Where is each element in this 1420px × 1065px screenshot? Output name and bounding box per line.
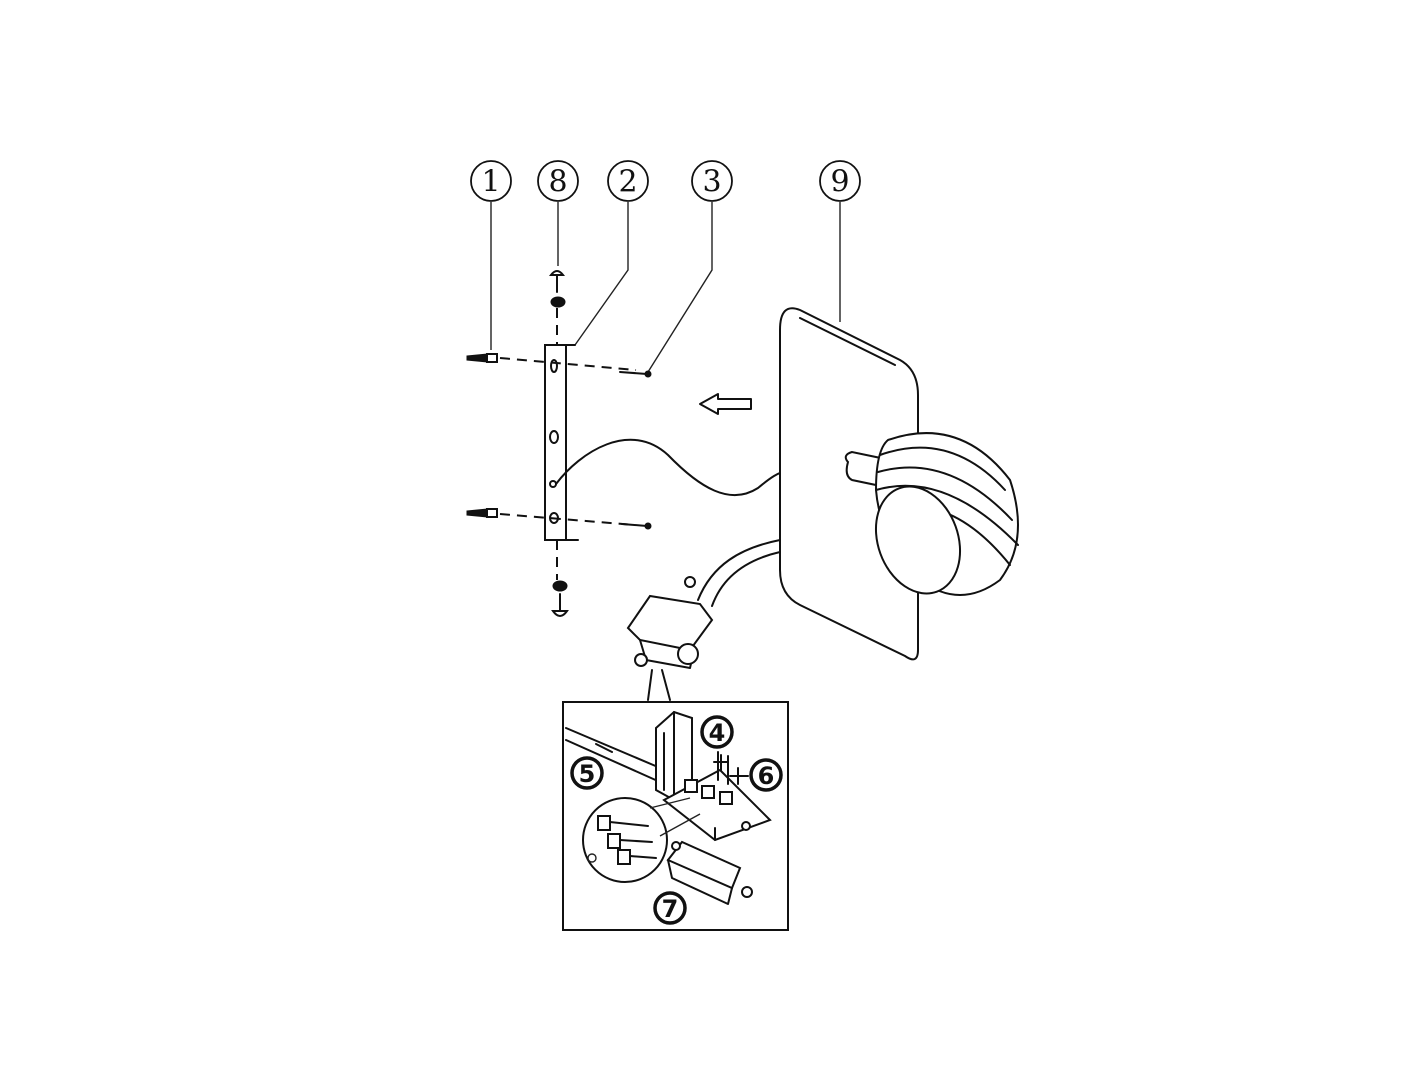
callout-5-label: 5 (579, 760, 596, 788)
wall-anchor-screw-top (466, 353, 652, 378)
callout-5: 5 (570, 756, 604, 790)
direction-arrow-icon (699, 393, 752, 415)
callout-2-label: 2 (618, 165, 637, 200)
junction-box (626, 576, 714, 701)
vertical-screw-bottom (551, 540, 569, 617)
inset-detail: 4 5 6 7 (562, 701, 789, 931)
callout-2: 2 (607, 160, 649, 202)
callout-8: 8 (537, 160, 579, 202)
lamp-back-plate (779, 307, 919, 661)
callout-9: 9 (819, 160, 861, 202)
callout-7-label: 7 (662, 895, 679, 923)
supply-cable (697, 539, 781, 607)
callout-4-label: 4 (709, 719, 726, 747)
callout-1: 1 (470, 160, 512, 202)
callout-4: 4 (700, 715, 734, 749)
wall-anchor-screw-bottom (466, 508, 652, 530)
leader-lines (490, 202, 841, 373)
callout-8-label: 8 (548, 165, 567, 200)
callout-6: 6 (749, 758, 783, 792)
callout-3-label: 3 (702, 165, 721, 200)
lamp-shade (844, 432, 1019, 596)
callout-1-label: 1 (481, 165, 500, 200)
callout-6-label: 6 (758, 762, 775, 790)
callout-9-label: 9 (830, 165, 849, 200)
callout-7: 7 (653, 891, 687, 925)
lamp-wire (555, 438, 791, 497)
mounting-bracket (544, 344, 579, 541)
callout-3: 3 (691, 160, 733, 202)
vertical-screw-top (548, 270, 566, 345)
